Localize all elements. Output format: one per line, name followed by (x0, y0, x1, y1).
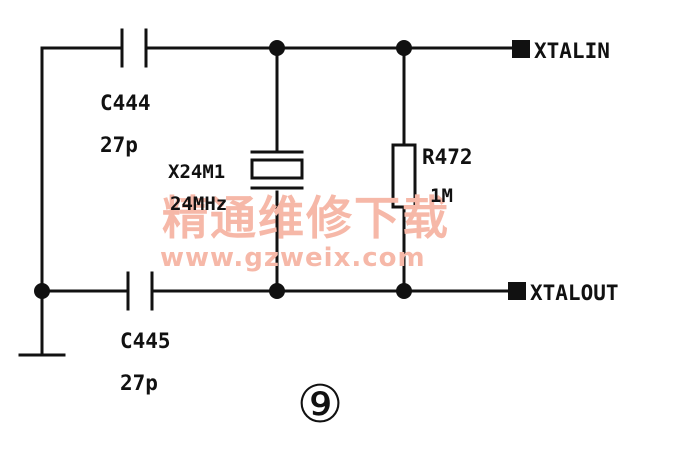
junction-dot (269, 40, 285, 56)
c445-value-label: 27p (120, 371, 158, 395)
crystal-x24m1 (250, 150, 304, 190)
xtalout-port-label: XTALOUT (530, 281, 619, 305)
xtalout-port-square (508, 282, 526, 300)
junction-dot (396, 40, 412, 56)
capacitor-c445 (126, 271, 154, 311)
junction-dots (34, 40, 412, 299)
figure-number: ⑨ (297, 375, 344, 435)
c444-value-label: 27p (100, 133, 138, 157)
watermark-chinese: 精通维修下载 (162, 191, 450, 245)
xtalin-port-label: XTALIN (534, 39, 610, 63)
junction-dot (269, 283, 285, 299)
crystal-ref-label: X24M1 (168, 161, 225, 183)
r472-ref-label: R472 (422, 145, 473, 169)
c445-ref-label: C445 (120, 329, 171, 353)
watermark-url: www.gzweix.com (160, 243, 426, 273)
capacitor-c444 (120, 28, 148, 68)
junction-dot (396, 283, 412, 299)
c444-ref-label: C444 (100, 91, 151, 115)
crystal-value-label: 24MHz (170, 193, 227, 215)
r472-value-label: 1M (430, 185, 453, 207)
resistor-r472 (391, 143, 417, 209)
xtalin-port-square (512, 40, 530, 58)
junction-dot (34, 283, 50, 299)
wires (18, 46, 514, 357)
